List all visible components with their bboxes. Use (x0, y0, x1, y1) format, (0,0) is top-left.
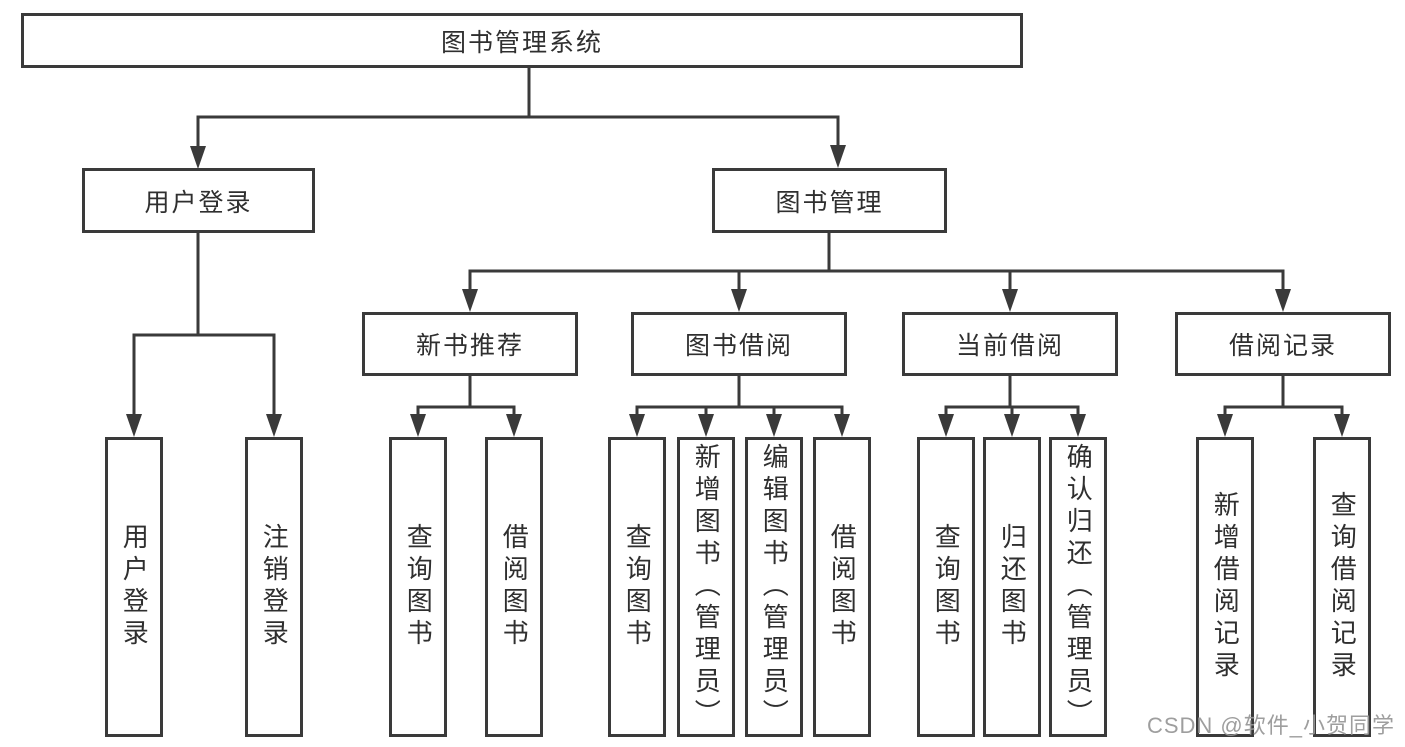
leaf-user-login: 用户登录 (105, 437, 163, 737)
connector-book-mgmt-to-level2 (462, 232, 1291, 312)
leaf-borrow-book-2: 借阅图书 (813, 437, 871, 737)
leaf-confirm-return-admin: 确认归还（管理员） (1049, 437, 1107, 737)
node-borrow-records: 借阅记录 (1175, 312, 1391, 376)
connector-current-borrow-to-leaves (938, 376, 1086, 437)
node-user-login: 用户登录 (82, 168, 315, 233)
leaf-add-borrow-record: 新增借阅记录 (1196, 437, 1254, 737)
leaf-borrow-book-1: 借阅图书 (485, 437, 543, 737)
connector-borrow-records-to-leaves (1217, 376, 1350, 437)
node-current-borrowing: 当前借阅 (902, 312, 1118, 376)
node-root: 图书管理系统 (21, 13, 1023, 68)
node-new-book-recommend: 新书推荐 (362, 312, 578, 376)
leaf-query-book-2: 查询图书 (608, 437, 666, 737)
leaf-query-book-1: 查询图书 (389, 437, 447, 737)
node-book-management: 图书管理 (712, 168, 947, 233)
leaf-query-book-3: 查询图书 (917, 437, 975, 737)
node-book-borrowing: 图书借阅 (631, 312, 847, 376)
connector-new-book-rec-to-leaves (410, 376, 522, 437)
leaf-add-book-admin: 新增图书（管理员） (677, 437, 735, 737)
connector-book-borrow-to-leaves (629, 376, 850, 437)
leaf-edit-book-admin: 编辑图书（管理员） (745, 437, 803, 737)
connector-user-login-to-leaves (126, 233, 282, 437)
leaf-logout: 注销登录 (245, 437, 303, 737)
leaf-return-book: 归还图书 (983, 437, 1041, 737)
leaf-query-borrow-record: 查询借阅记录 (1313, 437, 1371, 737)
csdn-watermark: CSDN @软件_小贺同学 (1146, 713, 1395, 738)
connector-root-to-level1 (190, 68, 846, 169)
